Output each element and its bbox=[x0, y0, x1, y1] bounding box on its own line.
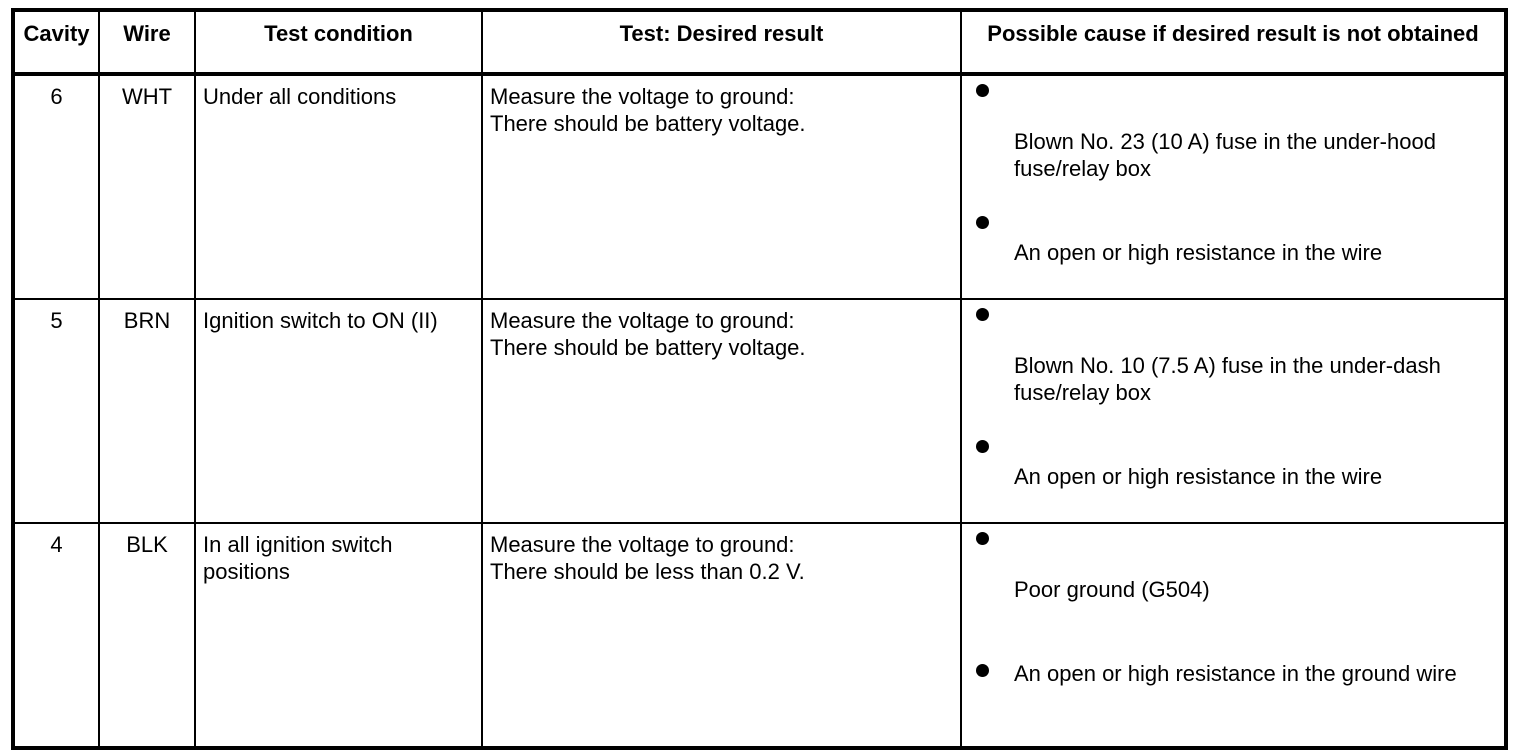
column-header-cavity: Cavity bbox=[12, 9, 100, 76]
column-header-test-condition: Test condition bbox=[194, 9, 483, 76]
test-condition-value: In all ignition switch positions bbox=[203, 532, 393, 584]
cell-test-desired-result: Measure the voltage to ground: There sho… bbox=[481, 522, 962, 748]
column-header-wire: Wire bbox=[98, 9, 196, 76]
table-row: 6 WHT Under all conditions Measure the v… bbox=[12, 74, 1507, 300]
cell-cavity: 4 bbox=[12, 522, 100, 748]
test-condition-value: Ignition switch to ON (II) bbox=[203, 308, 438, 333]
cell-possible-cause: Poor ground (G504) An open or high resis… bbox=[960, 522, 1507, 748]
cell-test-desired-result: Measure the voltage to ground: There sho… bbox=[481, 74, 962, 300]
cell-cavity: 5 bbox=[12, 298, 100, 524]
column-header-wire-label: Wire bbox=[123, 21, 171, 46]
table-body: 6 WHT Under all conditions Measure the v… bbox=[12, 74, 1507, 748]
test-desired-result-value: Measure the voltage to ground: There sho… bbox=[490, 308, 806, 360]
list-item: An open or high resistance in the ground… bbox=[962, 603, 1504, 687]
list-item: Blown No. 23 (10 A) fuse in the under-ho… bbox=[962, 76, 1504, 182]
diagnostic-test-table: Cavity Wire Test condition Test: Desired… bbox=[11, 8, 1508, 750]
table-header: Cavity Wire Test condition Test: Desired… bbox=[12, 9, 1507, 76]
wire-value: BRN bbox=[123, 308, 171, 333]
possible-cause-text: An open or high resistance in the wire bbox=[1014, 464, 1383, 489]
column-header-test-condition-label: Test condition bbox=[264, 21, 413, 46]
possible-cause-text: Blown No. 10 (7.5 A) fuse in the under-d… bbox=[1014, 353, 1441, 405]
column-header-cavity-label: Cavity bbox=[23, 21, 90, 46]
column-header-test-desired-result-label: Test: Desired result bbox=[619, 21, 824, 46]
cavity-value: 4 bbox=[50, 532, 63, 557]
cell-test-desired-result: Measure the voltage to ground: There sho… bbox=[481, 298, 962, 524]
column-header-test-desired-result: Test: Desired result bbox=[481, 9, 962, 76]
possible-cause-list: Blown No. 10 (7.5 A) fuse in the under-d… bbox=[962, 300, 1504, 522]
bullet-icon bbox=[976, 532, 989, 545]
cell-possible-cause: Blown No. 10 (7.5 A) fuse in the under-d… bbox=[960, 298, 1507, 524]
list-item: Blown No. 10 (7.5 A) fuse in the under-d… bbox=[962, 300, 1504, 406]
cavity-value: 5 bbox=[50, 308, 63, 333]
wire-value: BLK bbox=[126, 532, 168, 557]
cell-test-condition: Under all conditions bbox=[194, 74, 483, 300]
cell-wire: WHT bbox=[98, 74, 196, 300]
table-row: 4 BLK In all ignition switch positions M… bbox=[12, 522, 1507, 748]
cavity-value: 6 bbox=[50, 84, 63, 109]
list-item: An open or high resistance in the wire bbox=[962, 406, 1504, 490]
possible-cause-text: Poor ground (G504) bbox=[1014, 577, 1210, 602]
test-condition-value: Under all conditions bbox=[203, 84, 397, 109]
list-item: An open or high resistance in the wire bbox=[962, 182, 1504, 266]
bullet-icon bbox=[976, 664, 989, 677]
cell-cavity: 6 bbox=[12, 74, 100, 300]
bullet-icon bbox=[976, 308, 989, 321]
wire-value: WHT bbox=[121, 84, 173, 109]
possible-cause-text: Blown No. 23 (10 A) fuse in the under-ho… bbox=[1014, 129, 1436, 181]
possible-cause-list: Poor ground (G504) An open or high resis… bbox=[962, 524, 1504, 746]
cell-wire: BRN bbox=[98, 298, 196, 524]
list-item: Poor ground (G504) bbox=[962, 524, 1504, 603]
column-header-possible-cause: Possible cause if desired result is not … bbox=[960, 9, 1507, 76]
column-header-possible-cause-label: Possible cause if desired result is not … bbox=[987, 21, 1479, 46]
possible-cause-text: An open or high resistance in the wire bbox=[1014, 240, 1383, 265]
cell-wire: BLK bbox=[98, 522, 196, 748]
table-row: 5 BRN Ignition switch to ON (II) Measure… bbox=[12, 298, 1507, 524]
cell-test-condition: In all ignition switch positions bbox=[194, 522, 483, 748]
possible-cause-list: Blown No. 23 (10 A) fuse in the under-ho… bbox=[962, 76, 1504, 298]
bullet-icon bbox=[976, 84, 989, 97]
possible-cause-text: An open or high resistance in the ground… bbox=[1014, 661, 1457, 686]
cell-test-condition: Ignition switch to ON (II) bbox=[194, 298, 483, 524]
bullet-icon bbox=[976, 440, 989, 453]
bullet-icon bbox=[976, 216, 989, 229]
header-row: Cavity Wire Test condition Test: Desired… bbox=[12, 9, 1507, 76]
test-desired-result-value: Measure the voltage to ground: There sho… bbox=[490, 84, 806, 136]
test-desired-result-value: Measure the voltage to ground: There sho… bbox=[490, 532, 805, 584]
cell-possible-cause: Blown No. 23 (10 A) fuse in the under-ho… bbox=[960, 74, 1507, 300]
